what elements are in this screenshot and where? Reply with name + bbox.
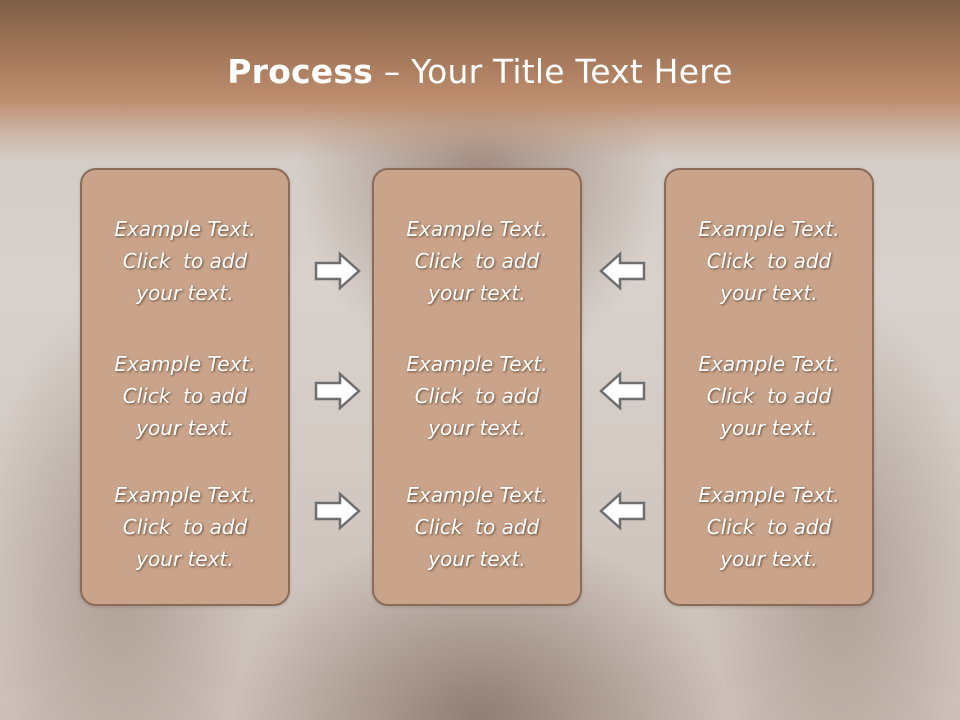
text-block[interactable]: Example Text. Click to add your text. (374, 213, 580, 309)
text-line: Click to add (706, 515, 832, 539)
text-line: your text. (136, 547, 234, 571)
title-bold-part: Process (227, 52, 374, 91)
text-line: Example Text. (406, 352, 548, 376)
text-line: your text. (720, 547, 818, 571)
process-box-center[interactable]: Example Text. Click to add your text. Ex… (372, 168, 582, 606)
title-rest-part: – Your Title Text Here (373, 52, 733, 91)
text-line: your text. (136, 281, 234, 305)
text-block[interactable]: Example Text. Click to add your text. (82, 348, 288, 444)
text-block[interactable]: Example Text. Click to add your text. (666, 348, 872, 444)
text-line: Click to add (706, 249, 832, 273)
process-box-left[interactable]: Example Text. Click to add your text. Ex… (80, 168, 290, 606)
process-box-right[interactable]: Example Text. Click to add your text. Ex… (664, 168, 874, 606)
right-arrow-icon[interactable] (314, 491, 362, 531)
text-line: Example Text. (406, 217, 548, 241)
text-line: your text. (428, 281, 526, 305)
text-line: Example Text. (698, 217, 840, 241)
text-line: Example Text. (114, 217, 256, 241)
text-block[interactable]: Example Text. Click to add your text. (666, 479, 872, 575)
text-line: Example Text. (406, 483, 548, 507)
text-line: Example Text. (698, 352, 840, 376)
right-arrow-icon[interactable] (314, 371, 362, 411)
text-line: Click to add (706, 384, 832, 408)
text-line: Example Text. (114, 352, 256, 376)
text-line: your text. (136, 416, 234, 440)
text-line: your text. (720, 416, 818, 440)
text-line: your text. (428, 547, 526, 571)
title-band (0, 0, 960, 160)
text-block[interactable]: Example Text. Click to add your text. (666, 213, 872, 309)
text-line: your text. (720, 281, 818, 305)
slide-title[interactable]: Process – Your Title Text Here (0, 52, 960, 91)
text-line: your text. (428, 416, 526, 440)
text-line: Click to add (414, 384, 540, 408)
text-line: Click to add (122, 249, 248, 273)
text-line: Click to add (122, 384, 248, 408)
text-block[interactable]: Example Text. Click to add your text. (82, 479, 288, 575)
left-arrow-icon[interactable] (598, 491, 646, 531)
left-arrow-icon[interactable] (598, 251, 646, 291)
text-block[interactable]: Example Text. Click to add your text. (374, 348, 580, 444)
left-arrow-icon[interactable] (598, 371, 646, 411)
text-line: Click to add (414, 249, 540, 273)
right-arrow-icon[interactable] (314, 251, 362, 291)
text-line: Example Text. (698, 483, 840, 507)
text-line: Click to add (414, 515, 540, 539)
text-block[interactable]: Example Text. Click to add your text. (374, 479, 580, 575)
text-line: Example Text. (114, 483, 256, 507)
text-block[interactable]: Example Text. Click to add your text. (82, 213, 288, 309)
text-line: Click to add (122, 515, 248, 539)
